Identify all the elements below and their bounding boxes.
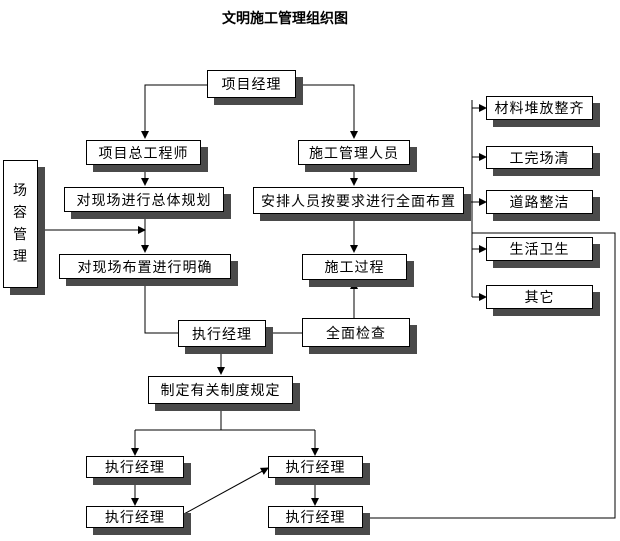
- diagram-title: 文明施工管理组织图: [222, 11, 348, 27]
- node-full-inspection: 全面检查: [302, 318, 410, 347]
- node-executive-manager-l1: 执行经理: [86, 456, 184, 478]
- node-overall-planning: 对现场进行总体规划: [64, 187, 224, 212]
- node-project-manager: 项目经理: [207, 70, 296, 98]
- node-executive-manager-r2: 执行经理: [268, 506, 363, 528]
- node-site-appearance-management: 场 容 管 理: [3, 160, 38, 288]
- node-tidy-roads: 道路整洁: [486, 190, 593, 214]
- edge-r2-to-loop: [363, 232, 616, 519]
- side-char-1: 场: [13, 183, 28, 199]
- node-executive-manager-l2: 执行经理: [86, 506, 184, 528]
- node-other: 其它: [486, 285, 593, 309]
- edge-mid-to-clarify: [141, 278, 178, 334]
- node-arrange-personnel: 安排人员按要求进行全面布置: [253, 187, 464, 214]
- node-executive-manager-r1: 执行经理: [268, 456, 363, 478]
- node-clean-after-work: 工完场清: [486, 146, 593, 169]
- edge-pm-to-chief: [141, 84, 207, 139]
- node-clarify-layout: 对现场布置进行明确: [59, 254, 231, 279]
- edge-pm-to-staff: [296, 84, 358, 139]
- node-chief-engineer: 项目总工程师: [86, 140, 201, 165]
- node-establish-rules: 制定有关制度规定: [148, 376, 293, 404]
- node-construction-process: 施工过程: [302, 254, 407, 280]
- node-living-hygiene: 生活卫生: [486, 237, 593, 261]
- side-char-3: 管: [13, 227, 28, 243]
- edge-l2-to-r1: [183, 467, 269, 515]
- edge-arrange-to-bracket: [464, 100, 473, 203]
- node-executive-manager-mid: 执行经理: [178, 320, 266, 347]
- node-materials-stacked: 材料堆放整齐: [486, 96, 593, 120]
- node-construction-staff: 施工管理人员: [298, 140, 410, 165]
- side-char-2: 容: [13, 205, 28, 221]
- side-char-4: 理: [13, 249, 28, 265]
